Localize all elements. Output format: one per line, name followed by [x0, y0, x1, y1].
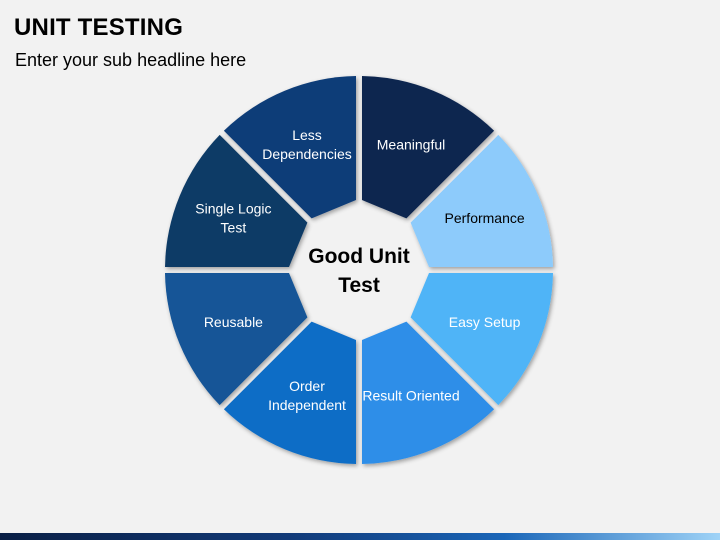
segment-label: Dependencies — [262, 146, 352, 162]
segment-label: Result Oriented — [362, 388, 459, 404]
segment-label: Independent — [268, 397, 346, 413]
diagram-segment — [410, 134, 553, 267]
diagram-segment — [410, 273, 553, 406]
center-label-line1: Good Unit — [308, 245, 409, 268]
diagram-segment — [362, 76, 495, 219]
bottom-accent-bar — [0, 533, 720, 540]
diagram-segment — [165, 134, 308, 267]
diagram-segment — [362, 321, 495, 464]
segment-label: Less — [292, 127, 322, 143]
segment-label: Reusable — [204, 314, 263, 330]
segment-label: Meaningful — [377, 136, 446, 152]
diagram-segment — [165, 273, 308, 406]
diagram-segment — [223, 76, 356, 219]
segment-label: Single Logic — [195, 201, 271, 217]
segment-label: Performance — [445, 210, 525, 226]
diagram-segment — [223, 321, 356, 464]
center-label-line2: Test — [338, 274, 380, 297]
segments-layer — [165, 76, 553, 464]
segment-label: Test — [221, 220, 247, 236]
segment-label: Order — [289, 378, 325, 394]
page-subtitle: Enter your sub headline here — [15, 50, 247, 70]
page-title: UNIT TESTING — [14, 14, 184, 41]
segment-label: Easy Setup — [449, 314, 521, 330]
